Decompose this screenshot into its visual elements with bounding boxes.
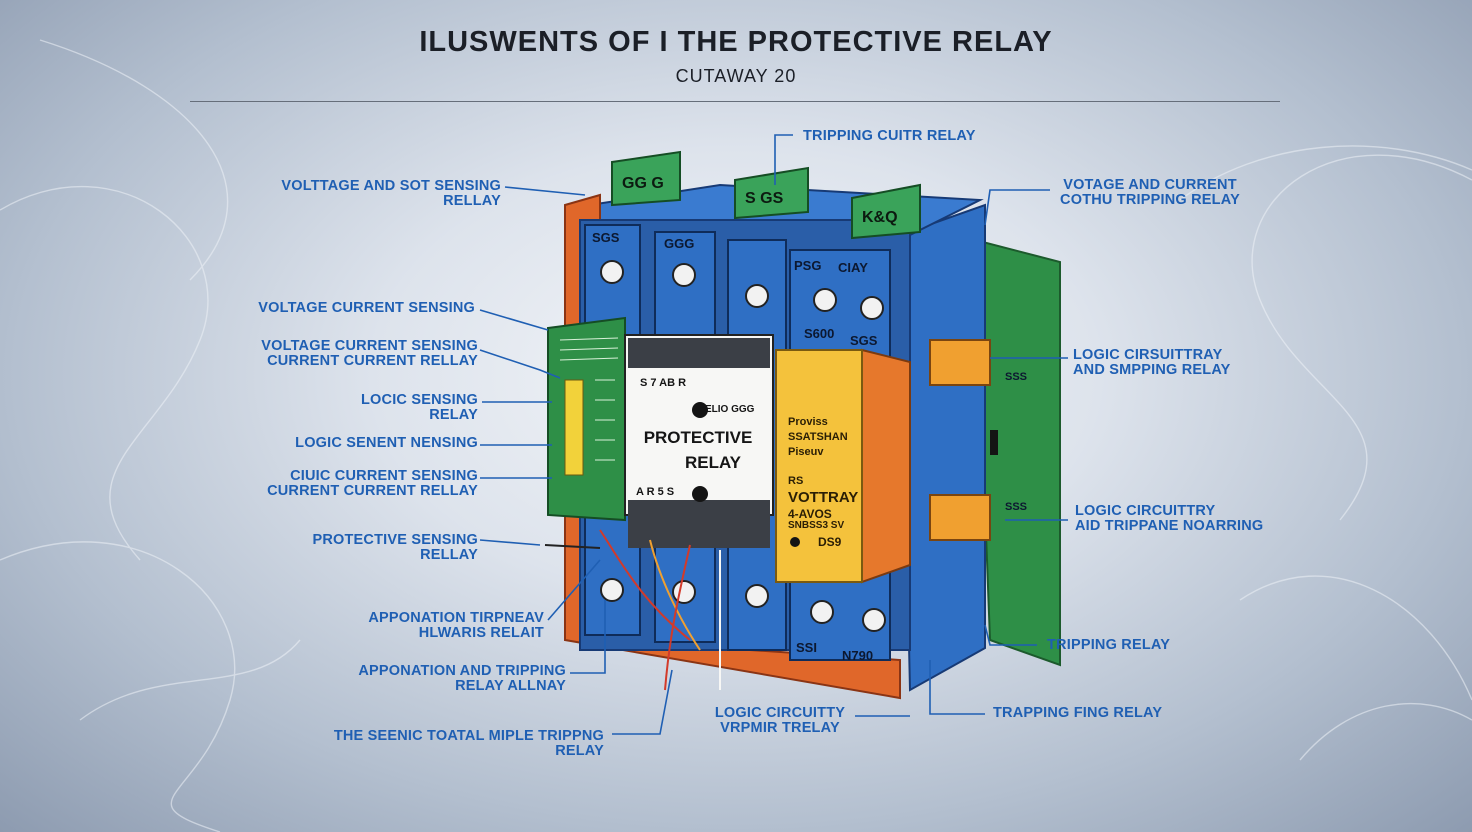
terminal-block-3: K&Q (851, 183, 921, 240)
right-blue-panel (898, 203, 986, 692)
page-subtitle: CUTAWAY 20 (675, 66, 797, 86)
front-top-slot (628, 338, 770, 368)
relay-text-3: Piseuv (788, 446, 824, 458)
relay-text-1: Proviss (788, 416, 828, 428)
module-code-7: SSI (796, 640, 817, 655)
module-code-6: SGS (850, 333, 878, 348)
front-label-line2: RELAY (685, 453, 742, 472)
indicator-led-bottom (692, 486, 708, 502)
front-bottom-slot (628, 500, 770, 548)
front-label-line1: PROTECTIVE (644, 428, 753, 447)
page-title: ILUSWENTS OF I THE PROTECTIVE RELAY (419, 26, 1053, 58)
front-top-code: S 7 AB R (640, 377, 686, 389)
side-code-top: SSS (1005, 371, 1027, 383)
module-code-2: GGG (664, 236, 694, 251)
label-left-5: LOGIC SENENT NENSING (295, 435, 478, 451)
label-right-4: TRIPPING RELAY (1047, 637, 1171, 653)
relay-indicator (790, 537, 800, 547)
front-mid-code: ELIO GGG (705, 404, 755, 415)
module-code-4: CIAY (838, 260, 868, 275)
title-divider (190, 101, 1280, 102)
adjustment-knobs (600, 260, 886, 632)
label-top-center: TRIPPING CUITR RELAY (803, 128, 976, 144)
relay-text-7: SNBSS3 SV (788, 520, 844, 531)
board-traces (559, 337, 619, 461)
indicator-led-top (692, 402, 708, 418)
svg-text:K&Q: K&Q (862, 209, 898, 226)
leader-lines (479, 134, 1068, 735)
rear-green-board (973, 238, 1061, 667)
relay-text-8: DS9 (818, 535, 842, 549)
side-code-bottom: SSS (1005, 501, 1027, 513)
relay-text-2: SSATSHAN (788, 431, 848, 443)
module-code-8: N790 (842, 648, 873, 663)
relay-text-4: RS (788, 475, 803, 487)
front-bottom-code: A R 5 S (636, 486, 674, 498)
module-code-3: PSG (794, 258, 821, 273)
relay-text-6: 4-AVOS (788, 507, 832, 521)
board-chip-yellow (564, 379, 584, 476)
side-connectors (929, 339, 998, 541)
terminal-block-1: GG G (611, 150, 681, 207)
label-left-2: VOLTAGE CURRENT SENSING (258, 300, 475, 316)
terminal-block-2: S GS (734, 166, 809, 220)
svg-text:GG G: GG G (622, 175, 664, 192)
svg-text:S GS: S GS (745, 190, 784, 207)
bundled-wires (544, 529, 722, 691)
relay-text-5: VOTTRAY (788, 489, 858, 506)
relay-block-side (861, 348, 911, 584)
module-code-5: S600 (804, 326, 834, 341)
module-code-1: SGS (592, 230, 620, 245)
label-bottom-right: TRAPPING FING RELAY (993, 705, 1163, 721)
